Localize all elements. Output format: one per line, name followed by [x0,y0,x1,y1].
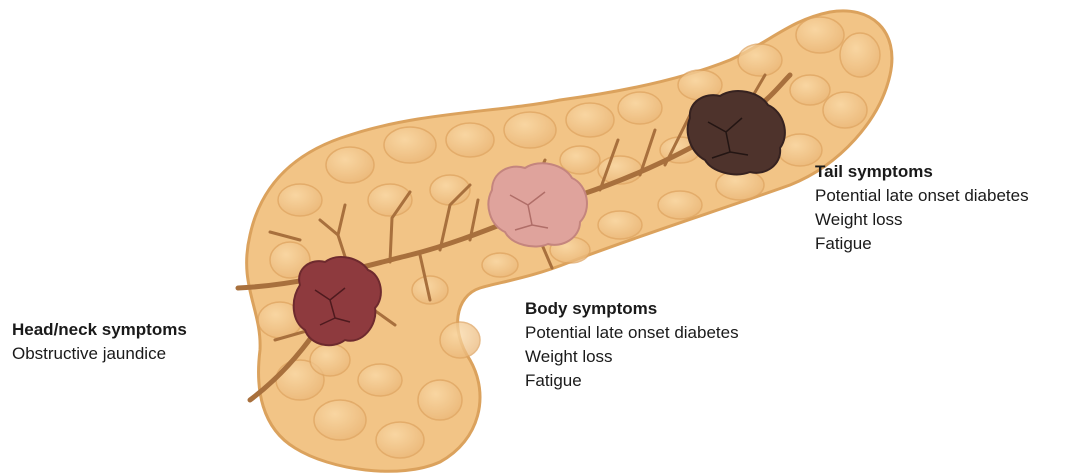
pancreas-lobule [314,400,366,440]
pancreas-lobule [618,92,662,124]
pancreas-lobule [658,191,702,219]
body-symptoms-label: Body symptoms Potential late onset diabe… [525,297,739,393]
tail-symptoms-heading: Tail symptoms [815,160,1029,184]
pancreas-lobule [376,422,424,458]
pancreas-lobule [840,33,880,77]
pancreas-lobule [482,253,518,277]
pancreas-lobule [418,380,462,420]
tumor-head [294,257,381,345]
pancreas-lobule [738,44,782,76]
pancreas-lobule [504,112,556,148]
pancreas-lobule [310,344,350,376]
body-symptom-item: Fatigue [525,369,739,393]
pancreas-lobule [796,17,844,53]
pancreas-lobule [384,127,436,163]
body-symptom-item: Weight loss [525,345,739,369]
head-symptoms-heading: Head/neck symptoms [12,318,187,342]
body-symptoms-heading: Body symptoms [525,297,739,321]
tail-symptoms-label: Tail symptoms Potential late onset diabe… [815,160,1029,256]
pancreas-lobule [823,92,867,128]
pancreas-lobule [326,147,374,183]
head-symptoms-label: Head/neck symptoms Obstructive jaundice [12,318,187,366]
body-symptom-item: Potential late onset diabetes [525,321,739,345]
pancreas-lobule [278,184,322,216]
pancreas-lobule [598,211,642,239]
pancreas-lobule [358,364,402,396]
head-symptom-item: Obstructive jaundice [12,342,187,366]
pancreas-lobule [566,103,614,137]
tail-symptom-item: Potential late onset diabetes [815,184,1029,208]
tail-symptom-item: Fatigue [815,232,1029,256]
pancreas-lobule [446,123,494,157]
pancreas-lobule [790,75,830,105]
tail-symptom-item: Weight loss [815,208,1029,232]
pancreas-lobule [440,322,480,358]
